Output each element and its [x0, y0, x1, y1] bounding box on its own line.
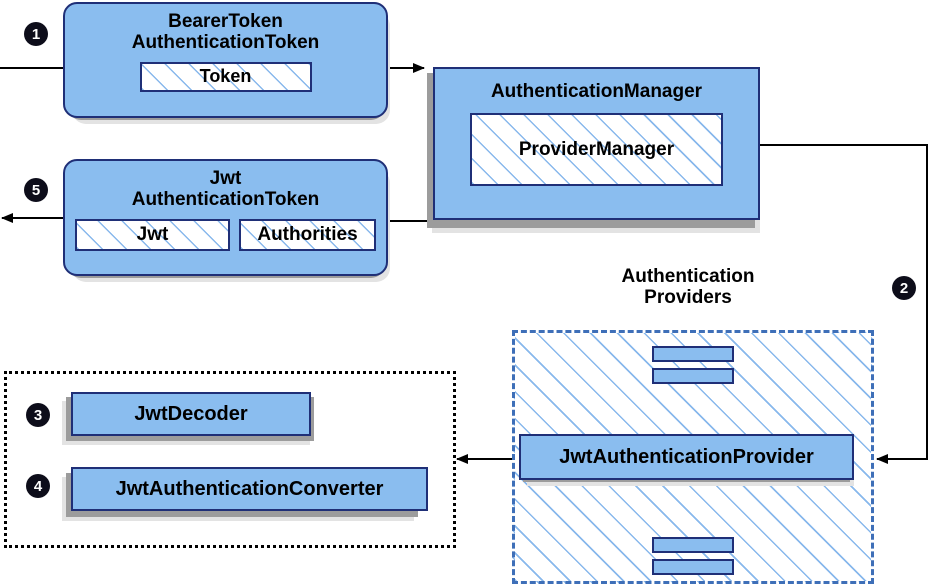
provider-placeholder-bar-bottom-2	[652, 559, 734, 575]
node-authentication-manager[interactable]: AuthenticationManager ProviderManager	[433, 67, 760, 220]
jwt-authentication-token-title: Jwt AuthenticationToken	[131, 168, 320, 211]
group-jwt-support	[4, 371, 456, 548]
step-marker-5: 5	[24, 178, 48, 202]
jwt-authentication-provider-title: JwtAuthenticationProvider	[559, 445, 814, 468]
node-bearer-token-authentication-token[interactable]: BearerToken AuthenticationToken Token	[63, 2, 388, 118]
node-jwt-authentication-converter[interactable]: JwtAuthenticationConverter	[71, 467, 428, 511]
node-jwt-authentication-token[interactable]: Jwt AuthenticationToken Jwt Authorities	[63, 159, 388, 276]
jwt-authentication-token-inner-authorities: Authorities	[239, 218, 376, 251]
jwt-authentication-converter-title: JwtAuthenticationConverter	[115, 477, 384, 500]
authentication-manager-title: AuthenticationManager	[490, 81, 703, 102]
step-marker-1: 1	[24, 22, 48, 46]
jwt-authentication-token-inner-jwt: Jwt	[75, 218, 230, 251]
authentication-providers-caption: Authentication Providers	[621, 266, 755, 309]
jwt-label: Jwt	[136, 223, 169, 245]
step-marker-4: 4	[26, 474, 50, 498]
provider-manager-label: ProviderManager	[518, 138, 675, 160]
bearer-token-title: BearerToken AuthenticationToken	[131, 11, 320, 54]
bearer-token-inner-token: Token	[139, 61, 312, 92]
provider-placeholder-bar-top-1	[652, 346, 734, 362]
authorities-label: Authorities	[257, 223, 358, 245]
node-jwt-authentication-provider[interactable]: JwtAuthenticationProvider	[519, 434, 854, 480]
authentication-manager-inner-provider-manager: ProviderManager	[470, 113, 723, 187]
jwt-authentication-token-inner-row: Jwt Authorities	[75, 218, 376, 251]
step-marker-3: 3	[26, 403, 50, 427]
step-marker-2: 2	[892, 276, 916, 300]
jwt-decoder-title: JwtDecoder	[134, 402, 248, 425]
provider-placeholder-bar-bottom-1	[652, 537, 734, 553]
provider-placeholder-bar-top-2	[652, 368, 734, 384]
arrow-step2-manager-to-provider	[760, 144, 928, 464]
bearer-token-inner-token-label: Token	[199, 66, 252, 87]
node-jwt-decoder[interactable]: JwtDecoder	[71, 392, 311, 436]
